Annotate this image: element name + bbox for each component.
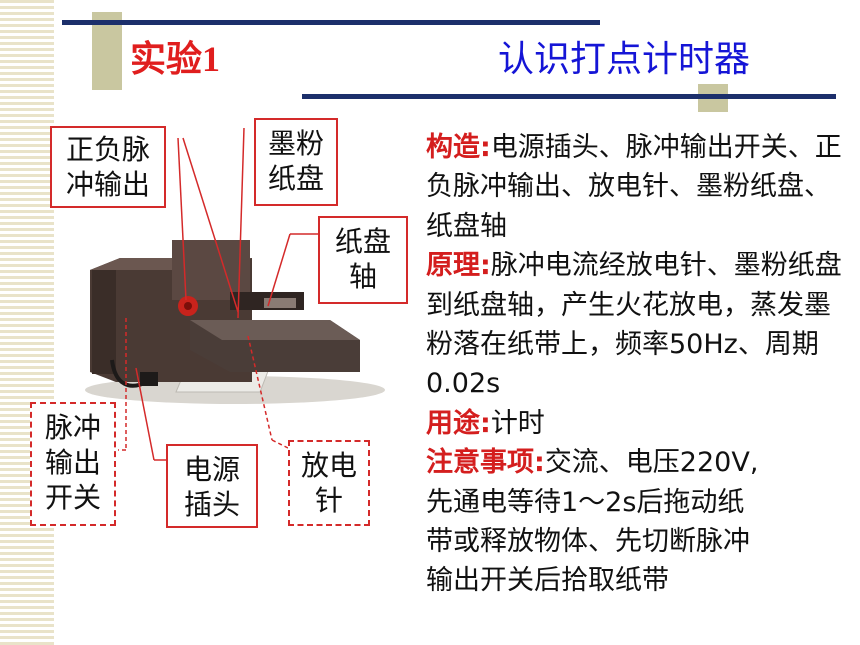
label-discharge-needle: 放电 针 bbox=[288, 440, 370, 526]
experiment-number: 实验1 bbox=[130, 39, 221, 79]
bottom-rule bbox=[302, 94, 836, 99]
experiment-title: 认识打点计时器 bbox=[498, 39, 751, 80]
usage-head: 用途: bbox=[426, 407, 491, 439]
construction-head: 构造: bbox=[426, 132, 491, 163]
label-power-plug: 电源 插头 bbox=[166, 444, 258, 528]
top-rule bbox=[62, 20, 600, 25]
label-pulse-switch: 脉冲 输出 开关 bbox=[30, 402, 116, 526]
striped-border bbox=[0, 0, 54, 645]
timer-illustration bbox=[85, 127, 385, 461]
construction-text: 电源插头、脉冲输出开关、正负脉冲输出、放电针、墨粉纸盘、纸盘轴 bbox=[426, 132, 842, 242]
description: 构造:电源插头、脉冲输出开关、正负脉冲输出、放电针、墨粉纸盘、纸盘轴 原理:脉冲… bbox=[426, 128, 846, 601]
deco-block-top bbox=[92, 12, 122, 90]
notes-line-1: 交流、电压220V, bbox=[544, 447, 759, 479]
label-disc-axis: 纸盘 轴 bbox=[318, 216, 408, 304]
notes-head: 注意事项: bbox=[426, 447, 545, 479]
principle-text: 脉冲电流经放电针、墨粉纸盘到纸盘轴，产生火花放电，蒸发墨粉落在纸带上，频率50H… bbox=[426, 250, 842, 400]
label-ink-disc: 墨粉 纸盘 bbox=[254, 118, 338, 206]
usage-text: 计时 bbox=[490, 407, 545, 439]
notes-line-2: 先通电等待1～2s后拖动纸 bbox=[426, 486, 745, 518]
notes-line-4: 输出开关后拾取纸带 bbox=[426, 565, 669, 597]
principle-head: 原理: bbox=[426, 250, 491, 282]
notes-line-3: 带或释放物体、先切断脉冲 bbox=[426, 526, 750, 558]
label-pulse-output: 正负脉 冲输出 bbox=[50, 126, 166, 208]
